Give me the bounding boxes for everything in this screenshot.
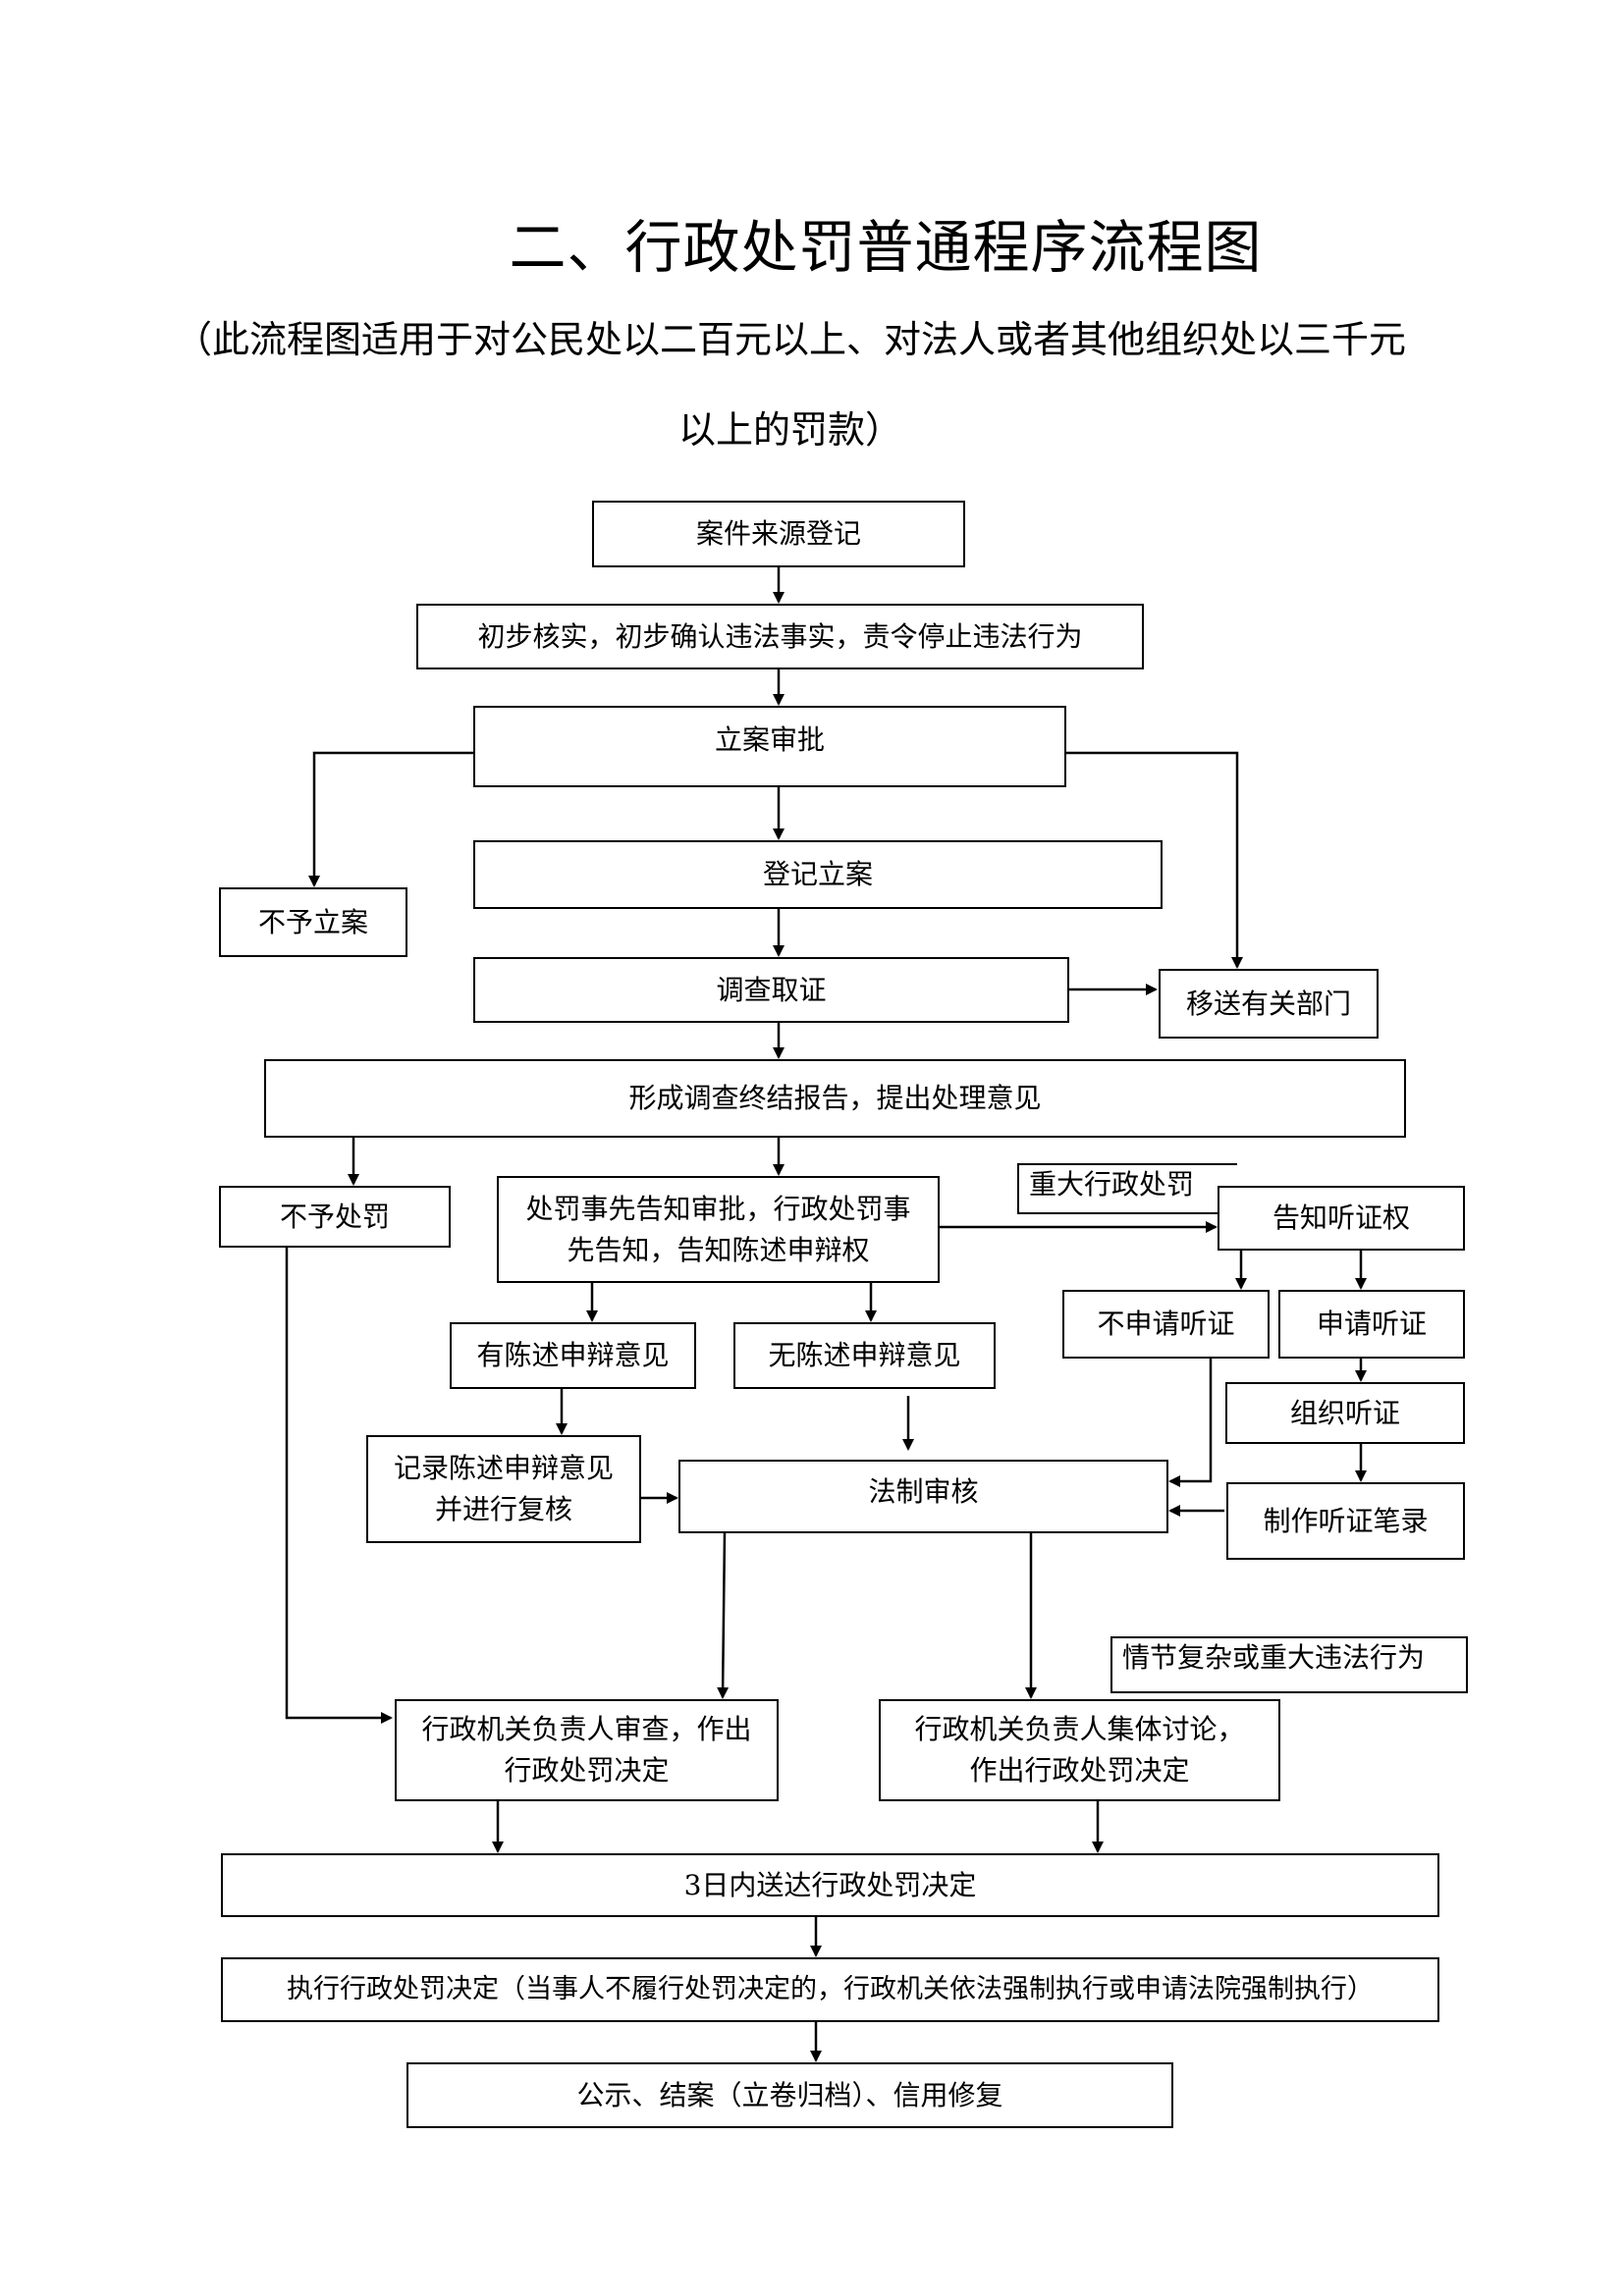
- arrow-no-request-to-legal: [1168, 1358, 1213, 1487]
- register-filing-box: 登记立案: [473, 840, 1163, 909]
- hearing-right-box: 告知听证权: [1218, 1186, 1465, 1251]
- collective-discussion-box: 行政机关负责人集体讨论， 作出行政处罚决定: [879, 1699, 1280, 1801]
- prior-notice-line1: 处罚事先告知审批，行政处罚事: [525, 1192, 911, 1225]
- hearing-record-box: 制作听证笔录: [1226, 1482, 1465, 1560]
- complex-case-note: 情节复杂或重大违法行为: [1110, 1636, 1468, 1693]
- execute-decision-box: 执行行政处罚决定（当事人不履行处罚决定的，行政机关依法强制执行或申请法院强制执行…: [221, 1957, 1439, 2022]
- filing-approval-box: 立案审批: [473, 706, 1066, 787]
- close-case-box: 公示、结案（立卷归档）、信用修复: [406, 2062, 1173, 2128]
- head-review-line2: 行政处罚决定: [504, 1754, 670, 1787]
- deliver-decision-box: 3日内送达行政处罚决定: [221, 1853, 1439, 1917]
- record-defense-line2: 并进行复核: [434, 1493, 572, 1525]
- arrow-approval-to-transfer: [1064, 751, 1243, 969]
- collective-line1: 行政机关负责人集体讨论，: [914, 1713, 1245, 1745]
- prior-notice-box: 处罚事先告知审批，行政处罚事 先告知，告知陈述申辩权: [497, 1176, 940, 1283]
- no-penalty-box: 不予处罚: [219, 1186, 451, 1248]
- transfer-box: 移送有关部门: [1159, 969, 1379, 1039]
- arrow-legal-to-head-review: [717, 1531, 730, 1699]
- no-defense-box: 无陈述申辩意见: [733, 1322, 996, 1389]
- page-title: 二、行政处罚普通程序流程图: [509, 214, 1263, 281]
- major-penalty-note: 重大行政处罚: [1017, 1163, 1237, 1214]
- record-defense-box: 记录陈述申辩意见 并进行复核: [366, 1435, 641, 1543]
- arrow-approval-to-no-filing: [308, 751, 473, 887]
- investigation-box: 调查取证: [473, 957, 1069, 1023]
- head-review-line1: 行政机关负责人审查，作出: [421, 1713, 752, 1745]
- legal-review-box: 法制审核: [678, 1460, 1168, 1533]
- record-defense-line1: 记录陈述申辩意见: [393, 1452, 614, 1484]
- organize-hearing-box: 组织听证: [1225, 1382, 1465, 1444]
- no-filing-box: 不予立案: [219, 887, 407, 957]
- has-defense-box: 有陈述申辩意见: [450, 1322, 696, 1389]
- final-report-box: 形成调查终结报告，提出处理意见: [264, 1059, 1406, 1138]
- preliminary-check-box: 初步核实，初步确认违法事实，责令停止违法行为: [416, 604, 1144, 669]
- case-register-box: 案件来源登记: [592, 501, 965, 567]
- head-review-box: 行政机关负责人审查，作出 行政处罚决定: [395, 1699, 779, 1801]
- collective-line2: 作出行政处罚决定: [969, 1754, 1190, 1787]
- page-subtitle: （此流程图适用于对公民处以二百元以上、对法人或者其他组织处以三千元以上的罚款）: [174, 318, 1406, 452]
- no-hearing-request-box: 不申请听证: [1062, 1290, 1270, 1359]
- arrow-no-penalty-to-head-review: [285, 1247, 393, 1724]
- hearing-request-box: 申请听证: [1278, 1290, 1465, 1359]
- prior-notice-line2: 先告知，告知陈述申辩权: [567, 1233, 870, 1266]
